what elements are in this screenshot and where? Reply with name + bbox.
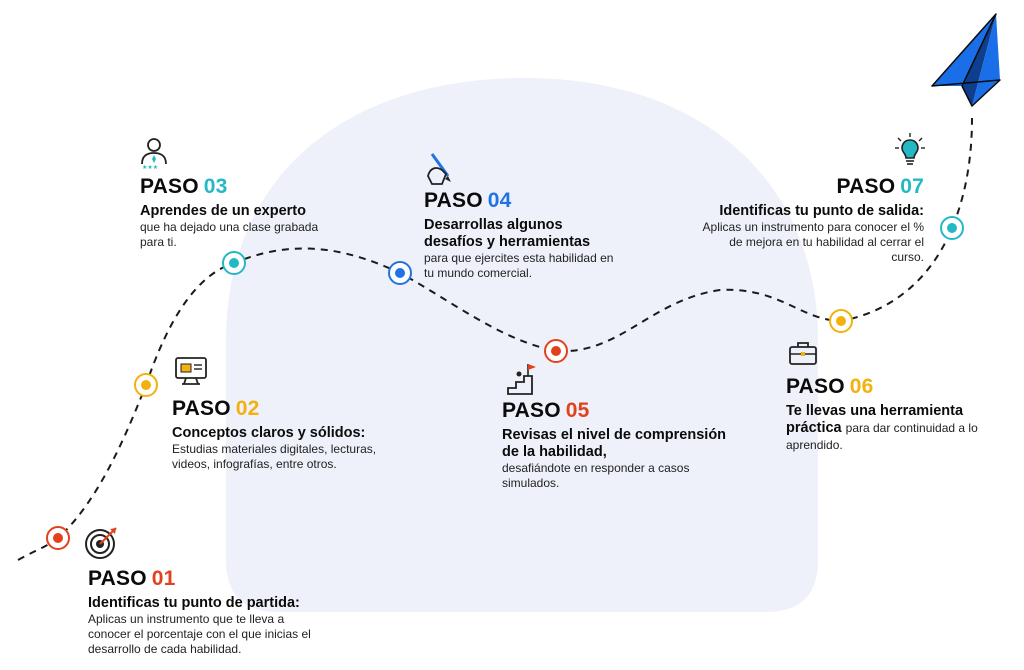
step-heading-text: Te llevas una herramienta práctica [786,403,964,436]
step-body: desafiándote en responder a casos simula… [502,461,690,490]
step-word: PASO [88,567,147,590]
dashed-journey-path [17,117,973,561]
step-word: PASO [786,375,845,398]
step-body: para que ejercites esta habilidad en tu … [424,251,614,280]
step-word: PASO [172,397,231,420]
background-blob [226,77,818,612]
step-heading: Desarrollas algunos desafíos y herramien… [424,217,591,250]
step-body: que ha dejado una clase grabada para ti. [140,220,319,249]
path-marker-06 [829,309,853,333]
expert-person-icon: ★★★ [141,138,167,170]
step-heading: Aprendes de un experto [140,203,306,219]
svg-text:★★★: ★★★ [142,164,158,170]
step-word: PASO [502,399,561,422]
step-body: Estudias materiales digitales, lecturas,… [172,442,377,471]
step-body: para dar continuidad a lo aprendido. [786,421,978,452]
computer-folder-icon [175,357,207,385]
step-heading: Identificas tu punto de partida: [88,595,300,611]
step-word: PASO [836,175,896,198]
path-marker-03 [222,251,246,275]
step-heading: Identificas tu punto de salida: [719,203,924,219]
path-marker-01 [46,526,70,550]
step-number: 07 [900,175,924,198]
step-heading: Te llevas una herramienta práctica para … [786,403,990,454]
step-number: 04 [487,189,512,212]
target-arrow-icon [85,527,117,559]
step-body: Aplicas un instrumento que te lleva a co… [88,612,311,656]
step-word: PASO [424,189,483,212]
paper-plane-icon [931,13,1001,107]
step-word: PASO [140,175,199,198]
step-number: 01 [151,567,176,590]
stairs-flag-icon [507,364,536,395]
hand-pen-icon [427,153,451,185]
step-heading: Revisas el nivel de comprensión de la ha… [502,427,727,460]
step-number: 05 [565,399,590,422]
path-marker-02 [134,373,158,397]
step-heading: Conceptos claros y sólidos: [172,425,366,441]
step-number: 03 [203,175,228,198]
step-number: 06 [849,375,874,398]
path-marker-05 [544,339,568,363]
step-body: Aplicas un instrumento para conocer el %… [702,220,924,264]
path-marker-07 [940,216,964,240]
path-marker-04 [388,261,412,285]
lightbulb-icon [895,133,925,165]
step-number: 02 [235,397,260,420]
briefcase-icon [789,342,817,365]
